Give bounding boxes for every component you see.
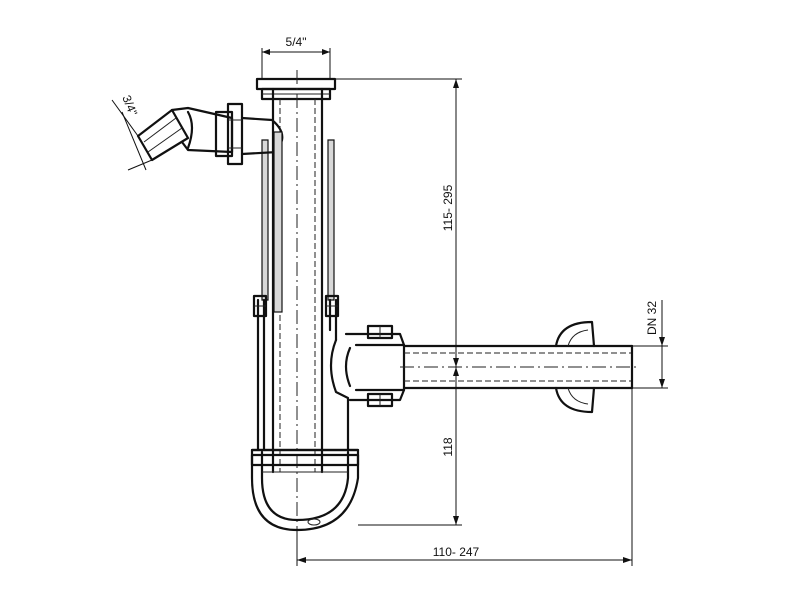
label-outlet-height: 118 <box>441 437 455 456</box>
siphon-bowl <box>250 448 360 532</box>
dim-outlet-height <box>358 367 462 526</box>
dim-side-inlet <box>111 99 153 171</box>
dim-outlet-diameter <box>632 300 668 389</box>
top-connection-nut <box>255 77 337 101</box>
wall-rosette <box>554 320 596 414</box>
dim-top-thread <box>261 48 331 79</box>
label-horizontal-reach: 110- 247 <box>433 545 480 559</box>
dim-height-adjust <box>335 78 462 367</box>
label-outlet-diameter: DN 32 <box>645 301 659 335</box>
dim-horizontal-reach <box>296 388 633 566</box>
outlet-elbow-body <box>329 324 406 452</box>
label-height-adjust: 115- 295 <box>441 184 455 231</box>
horizontal-outlet-pipe <box>400 344 640 390</box>
side-inlet-connector <box>136 102 284 313</box>
label-top-thread: 5/4" <box>286 35 307 49</box>
siphon-bell-body <box>252 139 340 452</box>
